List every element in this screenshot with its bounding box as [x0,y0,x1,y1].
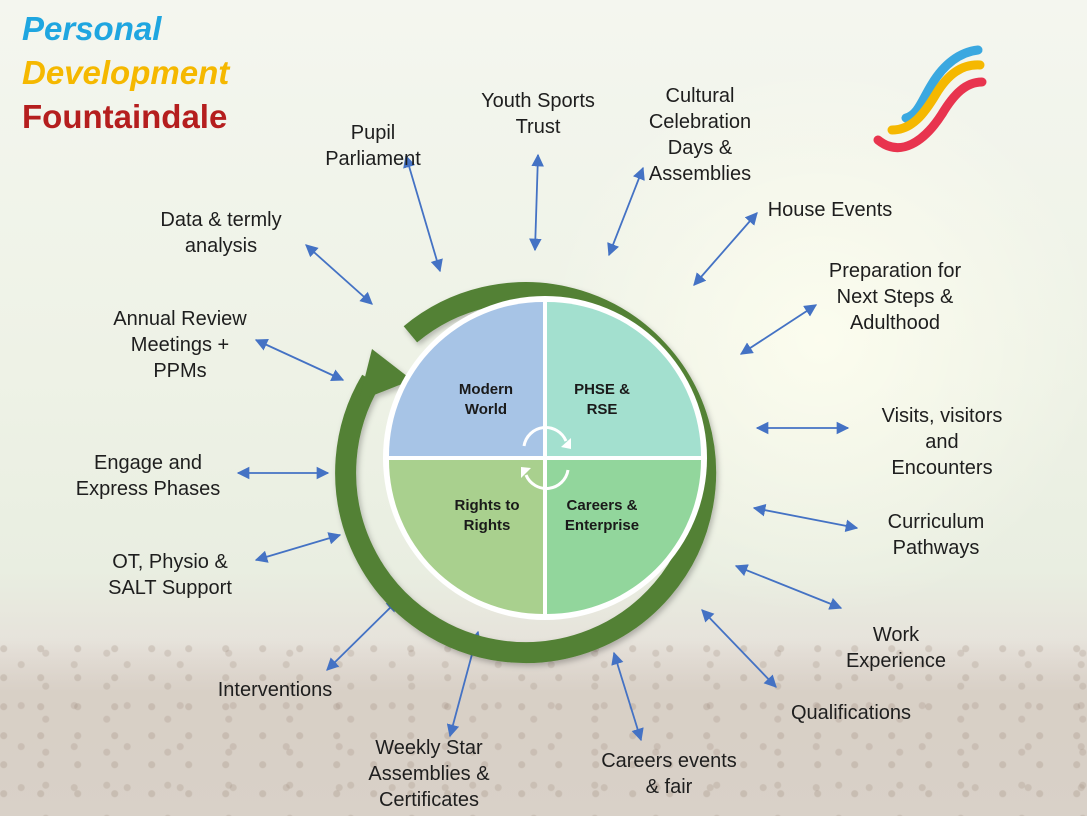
quadrant-careers-enterprise [547,460,701,614]
quadrant-label-careers-enterprise: Careers &Enterprise [564,497,640,534]
arrow-cultural-celebration [607,166,645,257]
logo-stripe-blue [901,45,983,123]
arrow-interventions [326,599,399,671]
arrow-work-experience [734,564,843,610]
arrow-youth-sports-trust [529,153,544,252]
arrow-qualifications [701,609,777,688]
arrow-annual-review [254,339,345,381]
label-careers-events: Careers events& fair [601,750,737,798]
center-cycle-icon [521,426,571,490]
arrow-data-termly-analysis [305,244,373,305]
title-line-development: Development [22,54,230,91]
quadrant-phse-rse [547,302,701,456]
quadrant-rights-to-rights [389,460,543,614]
label-house-events: House Events [767,199,893,221]
connector-arrows [236,153,859,742]
quadrant-label-phse-rse: PHSE &RSE [574,381,630,418]
logo-stripe-red [873,77,987,153]
background-soil [0,640,1087,816]
label-ot-physio-salt: OT, Physio &SALT Support [108,551,232,599]
arrow-preparation-next-steps [739,304,818,355]
arrow-careers-events [611,651,644,742]
title-line-fountaindale: Fountaindale [22,98,228,135]
arrow-house-events [693,212,758,286]
label-qualifications: Qualifications [790,702,912,724]
arrow-ot-physio-salt [254,532,342,563]
arrow-curriculum-pathways [752,503,859,533]
title-line-personal: Personal [22,10,162,47]
quadrant-circle-border [383,296,707,620]
arrow-pupil-parliament [403,154,443,273]
logo-stripe-yellow [887,60,985,135]
quadrant-modern-world [389,302,543,456]
quadrant-circle [383,296,707,620]
label-interventions: Interventions [217,679,333,701]
cycle-ring-arrowhead [359,349,412,401]
